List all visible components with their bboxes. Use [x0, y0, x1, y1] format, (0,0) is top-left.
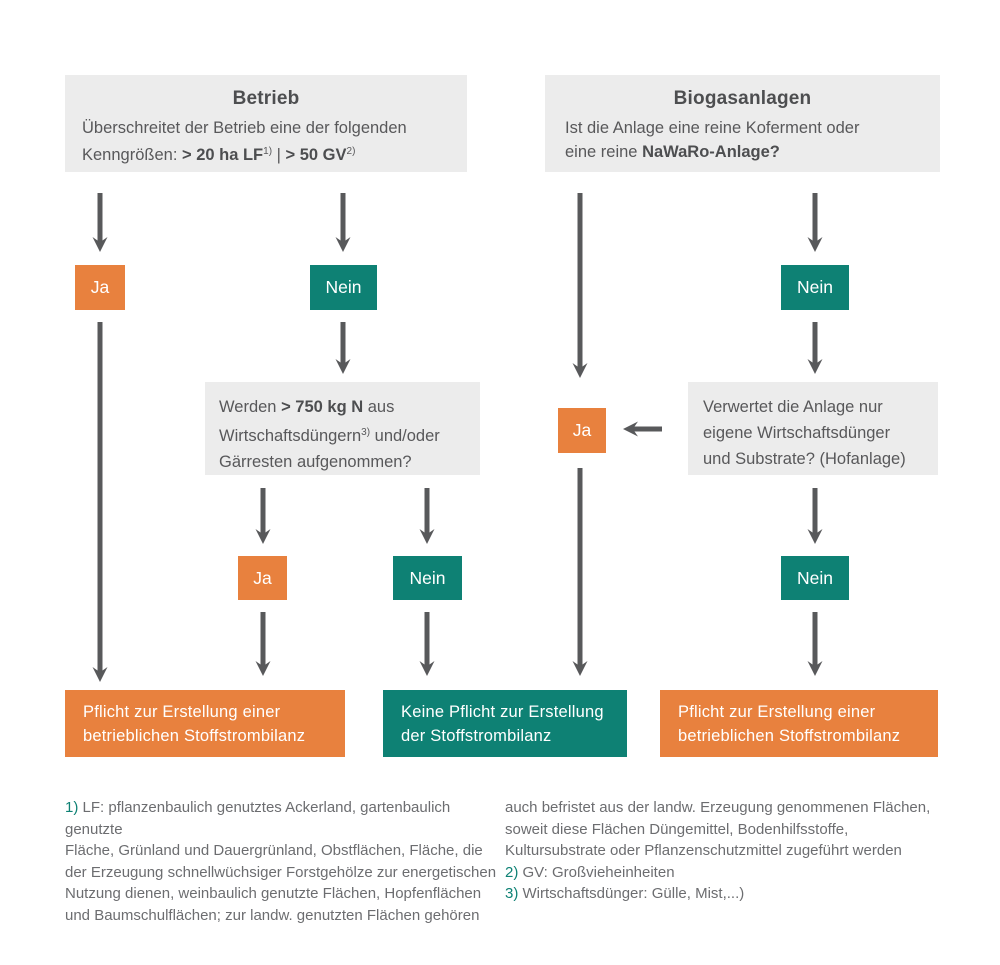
footnote-line: auch befristet aus der landw. Erzeugung …: [505, 799, 931, 816]
werden-question-box: Werden > 750 kg N aus Wirtschaftsdüngern…: [205, 382, 480, 475]
footnote-line: Fläche, Grünland und Dauergrünland, Obst…: [65, 842, 483, 859]
footnote-line: 3) Wirtschaftsdünger: Gülle, Mist,...): [505, 885, 745, 902]
footnote-marker-3: 3): [505, 885, 519, 902]
biogas-question-text: Ist die Anlage eine reine Koferment oder…: [545, 110, 940, 164]
verwertet-question-box: Verwertet die Anlage nur eigene Wirtscha…: [688, 382, 938, 475]
result-left-line1: Pflicht zur Erstellung einer: [83, 702, 281, 721]
badge-nein-biogas: Nein: [781, 265, 849, 310]
badge-ja-biogas: Ja: [558, 408, 606, 453]
verwertet-line3: und Substrate? (Hofanlage): [703, 450, 906, 468]
footnote-line: 2) GV: Großvieheinheiten: [505, 863, 675, 881]
betrieb-question-box: Betrieb Überschreitet der Betrieb eine d…: [65, 75, 467, 172]
werden-question-text: Werden > 750 kg N aus Wirtschaftsdüngern…: [205, 382, 480, 475]
result-center-line1: Keine Pflicht zur Erstellung: [401, 702, 604, 721]
footnote-line: Nutzung dienen, weinbaulich genutzte Flä…: [65, 885, 482, 902]
footnote-line: und Baumschulflächen; zur landw. genutzt…: [65, 906, 480, 924]
betrieb-title: Betrieb: [232, 88, 300, 109]
biogas-question-line2: eine reine NaWaRo-Anlage?: [565, 143, 780, 161]
footnotes-left-column: 1) LF: pflanzenbaulich genutztes Ackerla…: [65, 797, 510, 926]
verwertet-line1: Verwertet die Anlage nur: [703, 398, 883, 416]
footnote-marker-2: 2): [505, 863, 519, 881]
verwertet-question-text: Verwertet die Anlage nur eigene Wirtscha…: [688, 382, 938, 472]
result-center-line2: der Stoffstrombilanz: [401, 726, 552, 745]
result-box-right: Pflicht zur Erstellung einer betrieblich…: [660, 690, 938, 757]
result-right-line2: betrieblichen Stoffstrombilanz: [678, 726, 901, 745]
result-left-line2: betrieblichen Stoffstrombilanz: [83, 726, 306, 745]
footnote-line: der Erzeugung schnellwüchsiger Forstgehö…: [65, 863, 497, 881]
footnote-line: soweit diese Flächen Düngemittel, Bodenh…: [505, 820, 849, 838]
werden-line2: Wirtschaftsdüngern3) und/oder: [219, 427, 440, 445]
badge-ja-werden: Ja: [238, 556, 287, 600]
biogas-title: Biogasanlagen: [673, 88, 812, 109]
footnotes-right-column: auch befristet aus der landw. Erzeugung …: [505, 797, 960, 905]
betrieb-question-line1: Überschreitet der Betrieb eine der folge…: [82, 119, 407, 137]
badge-nein-verwertet: Nein: [781, 556, 849, 600]
footnote-line: 1) LF: pflanzenbaulich genutztes Ackerla…: [65, 799, 451, 838]
result-box-left: Pflicht zur Erstellung einer betrieblich…: [65, 690, 345, 757]
betrieb-question-line2: Kenngrößen: > 20 ha LF1) | > 50 GV2): [82, 146, 356, 164]
badge-nein-werden: Nein: [393, 556, 462, 600]
footnote-marker-1: 1): [65, 799, 79, 816]
verwertet-line2: eigene Wirtschaftsdünger: [703, 424, 891, 442]
biogas-question-box: Biogasanlagen Ist die Anlage eine reine …: [545, 75, 940, 172]
betrieb-question-text: Überschreitet der Betrieb eine der folge…: [65, 110, 467, 167]
werden-line1: Werden > 750 kg N aus: [219, 398, 395, 416]
badge-ja-betrieb: Ja: [75, 265, 125, 310]
biogas-question-line1: Ist die Anlage eine reine Koferment oder: [565, 119, 860, 137]
footnote-line: Kultursubstrate oder Pflanzenschutzmitte…: [505, 842, 902, 859]
badge-nein-betrieb: Nein: [310, 265, 377, 310]
werden-line3: Gärresten aufgenommen?: [219, 453, 412, 471]
result-right-line1: Pflicht zur Erstellung einer: [678, 702, 876, 721]
result-box-center: Keine Pflicht zur Erstellung der Stoffst…: [383, 690, 627, 757]
